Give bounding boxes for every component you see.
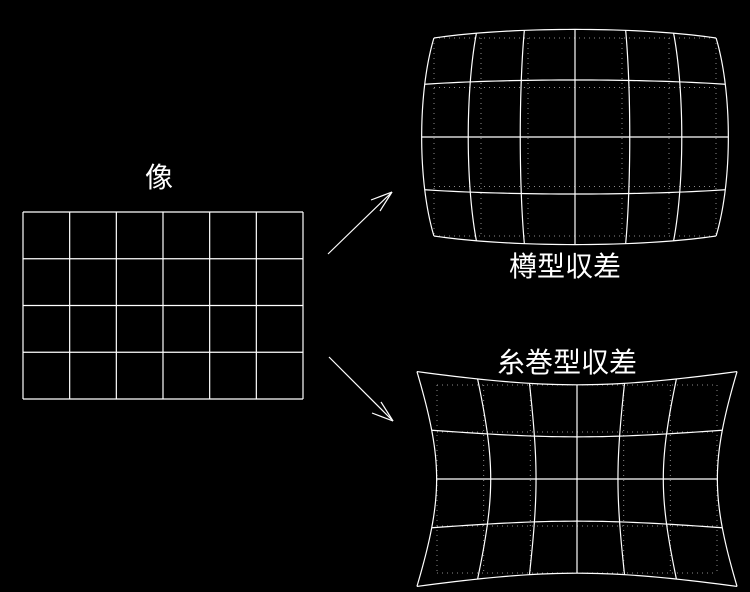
pincushion-grid-horizontal-curve: [431, 520, 723, 529]
barrel-distortion-label: 樽型収差: [509, 250, 622, 283]
pincushion-distortion-label: 糸巻型収差: [497, 346, 638, 379]
barrel-grid-horizontal-curve: [424, 189, 726, 195]
barrel-grid-horizontal-curve: [433, 28, 717, 39]
pincushion-grid-vertical-curve: [716, 371, 738, 587]
barrel-grid-horizontal-curve: [433, 235, 717, 246]
arrow-to-barrel: [327, 191, 393, 255]
pincushion-grid-vertical-curve: [416, 371, 438, 587]
barrel-distorted-grid: [421, 28, 729, 246]
original-image-label: 像: [145, 161, 174, 194]
arrow-to-pincushion: [328, 356, 394, 422]
barrel-grid-horizontal-curve: [424, 79, 726, 85]
pincushion-grid-horizontal-curve: [416, 572, 738, 588]
pincushion-grid-horizontal-curve: [431, 429, 723, 438]
original-grid: [22, 211, 304, 400]
pincushion-distorted-grid: [416, 370, 738, 588]
pincushion-grid-horizontal-curve: [416, 370, 738, 386]
